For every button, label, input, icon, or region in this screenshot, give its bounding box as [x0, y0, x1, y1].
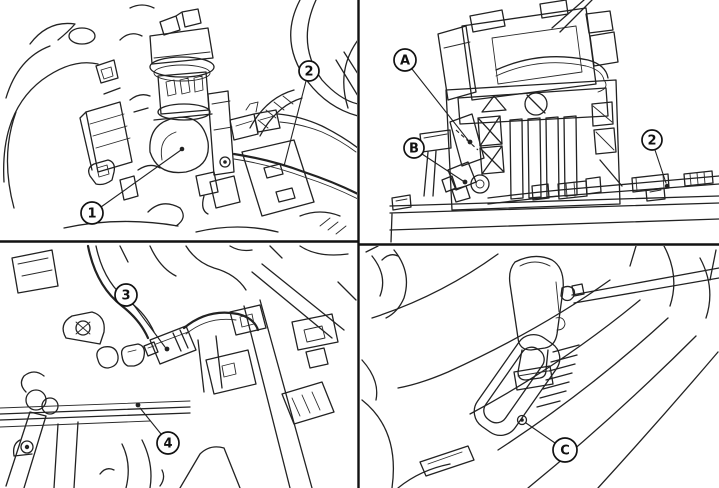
callout-4: 4	[135, 402, 180, 455]
callout-C: C	[525, 422, 578, 463]
panel-top-left-illustration	[3, 0, 357, 235]
callout-A-circle	[393, 48, 417, 72]
panel-top-right-illustration	[389, 0, 719, 243]
callout-2-top-right: 2	[641, 129, 667, 184]
callout-4-circle	[156, 431, 180, 455]
callout-A-label: A	[400, 54, 410, 69]
callout-2-top-left: 2	[283, 60, 320, 167]
callout-2tr-label: 2	[647, 134, 656, 149]
panel-bottom-right-illustration	[361, 246, 719, 488]
callout-1-circle	[80, 201, 104, 225]
callout-C-circle	[552, 437, 578, 463]
callout-B-label: B	[409, 142, 419, 157]
callout-2tl-circle	[298, 60, 320, 82]
callout-A: A	[393, 48, 469, 141]
callout-2tr-circle	[641, 129, 663, 151]
callout-1-label: 1	[87, 207, 96, 222]
callout-C-label: C	[560, 444, 570, 459]
callout-3: 3	[114, 283, 170, 352]
callout-1: 1	[80, 146, 185, 225]
panel-bottom-left-illustration	[0, 244, 357, 488]
callout-B-circle	[403, 137, 425, 159]
callout-4-label: 4	[163, 437, 172, 452]
callout-3-label: 3	[121, 289, 130, 304]
callout-2tl-label: 2	[304, 65, 313, 80]
callout-B: B	[403, 137, 464, 182]
callout-3-circle	[114, 283, 138, 307]
